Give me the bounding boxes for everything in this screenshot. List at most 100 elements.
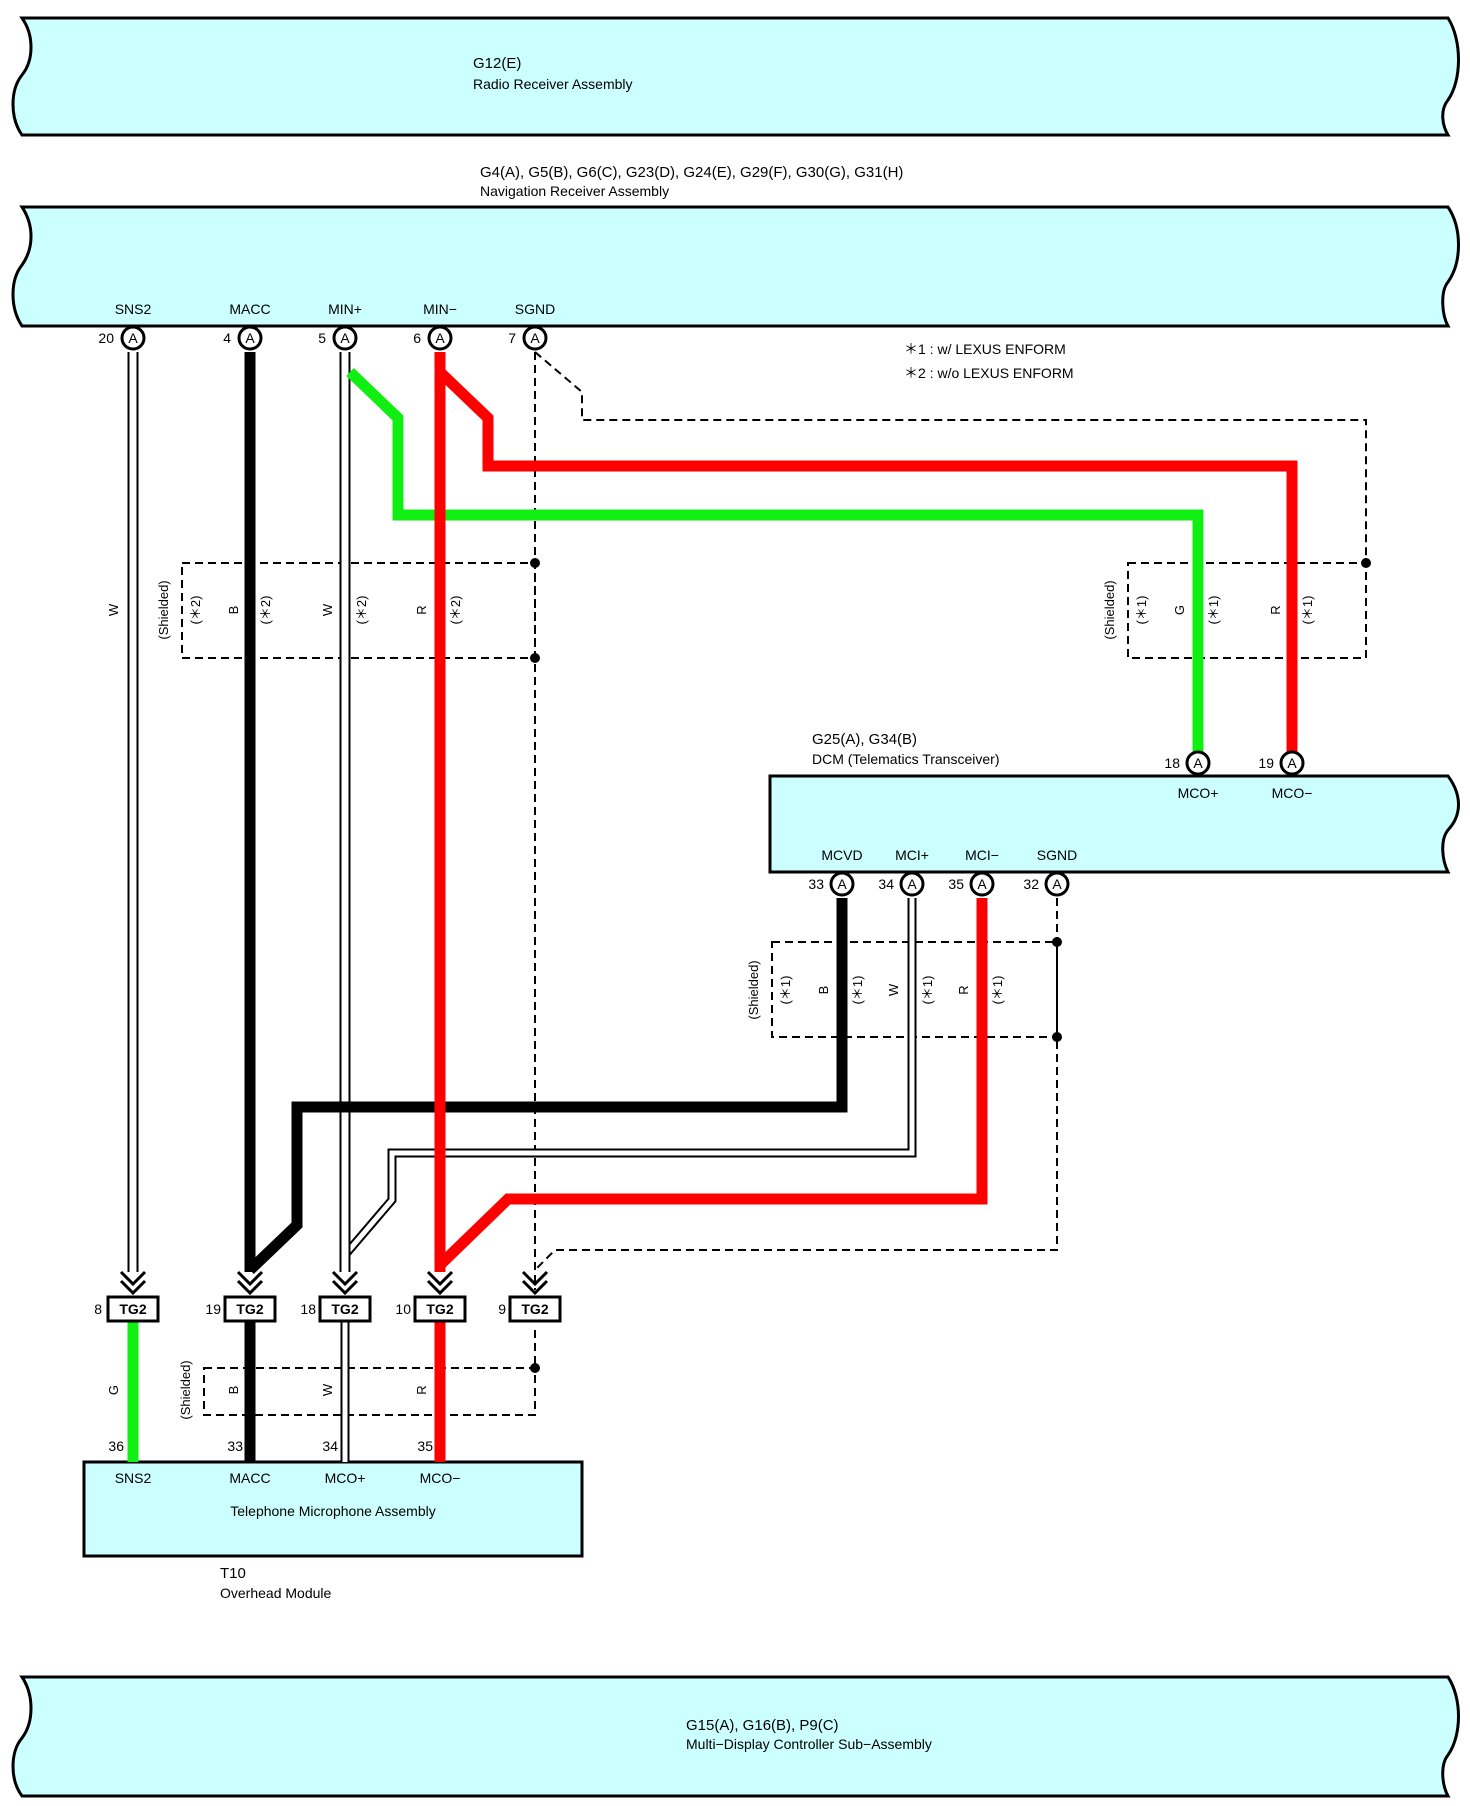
svg-text:TG2: TG2: [331, 1301, 358, 1317]
svg-text:6: 6: [413, 330, 421, 346]
nav-pin-min-minus: MIN− 6 A: [413, 301, 457, 351]
multi-display-controller-code: G15(A), G16(B), P9(C): [686, 1717, 839, 1734]
tel-pin-mco-minus: 35 MCO−: [417, 1438, 460, 1486]
tel-pin-sns2: 36 SNS2: [108, 1438, 151, 1486]
splice-dot: [1361, 558, 1371, 568]
svg-text:MIN−: MIN−: [423, 301, 457, 317]
shield-option-note: (＊2): [258, 596, 273, 625]
overhead-module-code: T10: [220, 1565, 246, 1582]
svg-text:MIN+: MIN+: [328, 301, 362, 317]
multi-display-controller-box: [11, 1675, 1460, 1798]
dcm-name: DCM (Telematics Transceiver): [812, 751, 999, 767]
svg-text:4: 4: [223, 330, 231, 346]
junction-tg2-9: 9 TG2: [498, 1270, 562, 1323]
radio-receiver-name: Radio Receiver Assembly: [473, 76, 633, 92]
shield-option-note: (＊1): [990, 976, 1005, 1005]
nav-receiver-box: [11, 205, 1460, 328]
dcm-pin-mco-minus: 19 A MCO−: [1258, 750, 1313, 801]
wire-color-label: B: [816, 986, 831, 995]
shield-option-note: (＊1): [1300, 596, 1315, 625]
shield-option-note: (＊1): [778, 976, 793, 1005]
dcm-box: [768, 774, 1460, 874]
nav-pin-min-plus: MIN+ 5 A: [318, 301, 362, 351]
splice-dot: [530, 653, 540, 663]
tel-shield-box: [203, 1367, 536, 1416]
shield-label: (Shielded): [156, 580, 171, 639]
svg-text:MCO+: MCO+: [1178, 785, 1219, 801]
telephone-microphone-box: [82, 1460, 584, 1558]
radio-receiver-code: G12(E): [473, 55, 521, 72]
svg-text:34: 34: [322, 1438, 338, 1454]
svg-text:19: 19: [205, 1301, 221, 1317]
multi-display-controller-name: Multi−Display Controller Sub−Assembly: [686, 1736, 932, 1752]
dcm-pin-mco-plus: 18 A MCO+: [1164, 750, 1219, 801]
tel-pin-mco-plus: 34 MCO+: [322, 1438, 365, 1486]
svg-text:SGND: SGND: [1037, 847, 1077, 863]
svg-text:A: A: [1193, 755, 1203, 771]
svg-text:A: A: [977, 876, 987, 892]
junction-tg2-10: 10 TG2: [395, 1270, 467, 1323]
svg-text:35: 35: [948, 876, 964, 892]
dcm-pin-mcvd: MCVD 33 A: [808, 847, 863, 897]
svg-text:A: A: [907, 876, 917, 892]
svg-text:SGND: SGND: [515, 301, 555, 317]
shield-label: (Shielded): [178, 1360, 193, 1419]
splice-dot: [530, 1363, 540, 1373]
nav-pin-sgnd: SGND 7 A: [508, 301, 555, 351]
overhead-module-name: Overhead Module: [220, 1585, 332, 1601]
radio-receiver-box: [11, 16, 1460, 137]
splice-dot: [530, 558, 540, 568]
svg-text:20: 20: [98, 330, 114, 346]
nav-shield-box: [181, 562, 536, 659]
svg-text:A: A: [340, 330, 350, 346]
shield-label: (Shielded): [1102, 580, 1117, 639]
wire-red-mci-minus: [436, 898, 988, 1269]
wire-color-label: B: [226, 1386, 241, 1395]
note-enform-1: ＊1 : w/ LEXUS ENFORM: [904, 341, 1066, 357]
svg-text:35: 35: [417, 1438, 433, 1454]
svg-text:A: A: [1052, 876, 1062, 892]
svg-text:TG2: TG2: [521, 1301, 548, 1317]
dcm-pin-mci-minus: MCI− 35 A: [948, 847, 999, 897]
nav-pin-sns2: SNS2 20 A: [98, 301, 152, 351]
shield-option-note: (＊1): [850, 976, 865, 1005]
svg-text:18: 18: [1164, 755, 1180, 771]
svg-text:TG2: TG2: [426, 1301, 453, 1317]
shield-option-note: (＊2): [188, 596, 203, 625]
nav-receiver-code: G4(A), G5(B), G6(C), G23(D), G24(E), G29…: [480, 164, 903, 181]
svg-text:A: A: [245, 330, 255, 346]
shield-option-note: (＊2): [448, 596, 463, 625]
dcm-pin-mci-plus: MCI+ 34 A: [878, 847, 929, 897]
shield-label: (Shielded): [746, 960, 761, 1019]
svg-text:A: A: [530, 330, 540, 346]
svg-text:MCO−: MCO−: [1272, 785, 1313, 801]
wire-green-min-plus: [346, 368, 1204, 762]
svg-text:33: 33: [808, 876, 824, 892]
wire-color-label: R: [414, 605, 429, 614]
svg-text:A: A: [435, 330, 445, 346]
svg-text:9: 9: [498, 1301, 506, 1317]
junction-tg2-19: 19 TG2: [205, 1270, 277, 1323]
svg-text:7: 7: [508, 330, 516, 346]
svg-text:TG2: TG2: [236, 1301, 263, 1317]
svg-text:MACC: MACC: [229, 301, 270, 317]
svg-text:A: A: [1287, 755, 1297, 771]
svg-text:SNS2: SNS2: [115, 301, 152, 317]
svg-text:32: 32: [1023, 876, 1039, 892]
svg-text:10: 10: [395, 1301, 411, 1317]
svg-text:MCI+: MCI+: [895, 847, 929, 863]
shield-option-note: (＊1): [1206, 596, 1221, 625]
shield-option-note: (＊1): [1134, 596, 1149, 625]
svg-text:SNS2: SNS2: [115, 1470, 152, 1486]
shield-option-note: (＊2): [354, 596, 369, 625]
nav-pin-macc: MACC 4 A: [223, 301, 271, 351]
svg-text:MCO+: MCO+: [325, 1470, 366, 1486]
wire-white-mci-plus: [341, 898, 917, 1258]
svg-text:34: 34: [878, 876, 894, 892]
wire-color-label: W: [320, 1383, 335, 1396]
svg-text:33: 33: [227, 1438, 243, 1454]
junction-tg2-8: 8 TG2: [94, 1270, 160, 1323]
svg-text:8: 8: [94, 1301, 102, 1317]
wire-black-mcvd: [246, 898, 848, 1274]
splice-dot: [1052, 937, 1062, 947]
